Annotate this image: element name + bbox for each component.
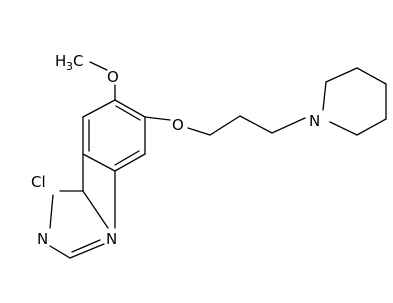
ether-oxygen-label: O [172, 116, 184, 134]
methyl-c-label: C [73, 52, 83, 70]
ring-nitrogen-1-label: N [37, 230, 48, 248]
pyrimidine-ring [49, 153, 116, 259]
benzene-ring [82, 99, 146, 172]
methoxy-group [89, 61, 116, 101]
piperidine-nitrogen-label: N [309, 112, 320, 130]
piperidine-ring [322, 67, 387, 136]
methyl-subscript-label: 3 [66, 60, 73, 73]
methyl-h-label: H [55, 52, 66, 70]
chloro-label: Cl [31, 173, 46, 191]
ring-nitrogen-3-label: N [106, 230, 117, 248]
propoxy-chain [144, 115, 306, 136]
methoxy-oxygen-label: O [107, 68, 119, 86]
